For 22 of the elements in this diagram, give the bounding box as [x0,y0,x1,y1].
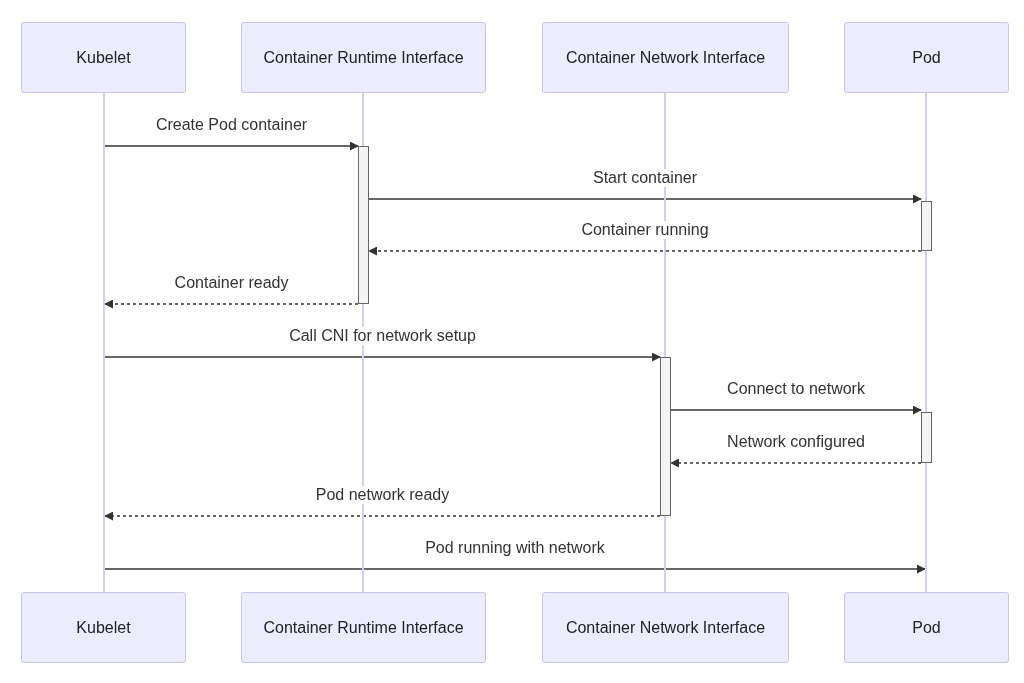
participant-box: Container Runtime Interface [241,592,486,663]
activation-bar [358,146,369,304]
message-arrow [104,564,926,574]
message-arrow [670,458,922,468]
participant-box: Container Network Interface [542,592,789,663]
activation-bar [660,357,671,516]
message-arrow [670,405,922,415]
lifeline [103,93,105,592]
activation-bar [921,201,932,251]
participant-box: Kubelet [21,22,186,93]
participant-box: Container Network Interface [542,22,789,93]
activation-bar [921,412,932,463]
message-arrow [104,511,661,521]
message-arrow [368,246,922,256]
message-arrow [104,299,359,309]
participant-box: Pod [844,22,1009,93]
message-arrow [104,141,359,151]
participant-box: Container Runtime Interface [241,22,486,93]
message-arrow [368,194,922,204]
participant-box: Kubelet [21,592,186,663]
participant-box: Pod [844,592,1009,663]
message-arrow [104,352,661,362]
